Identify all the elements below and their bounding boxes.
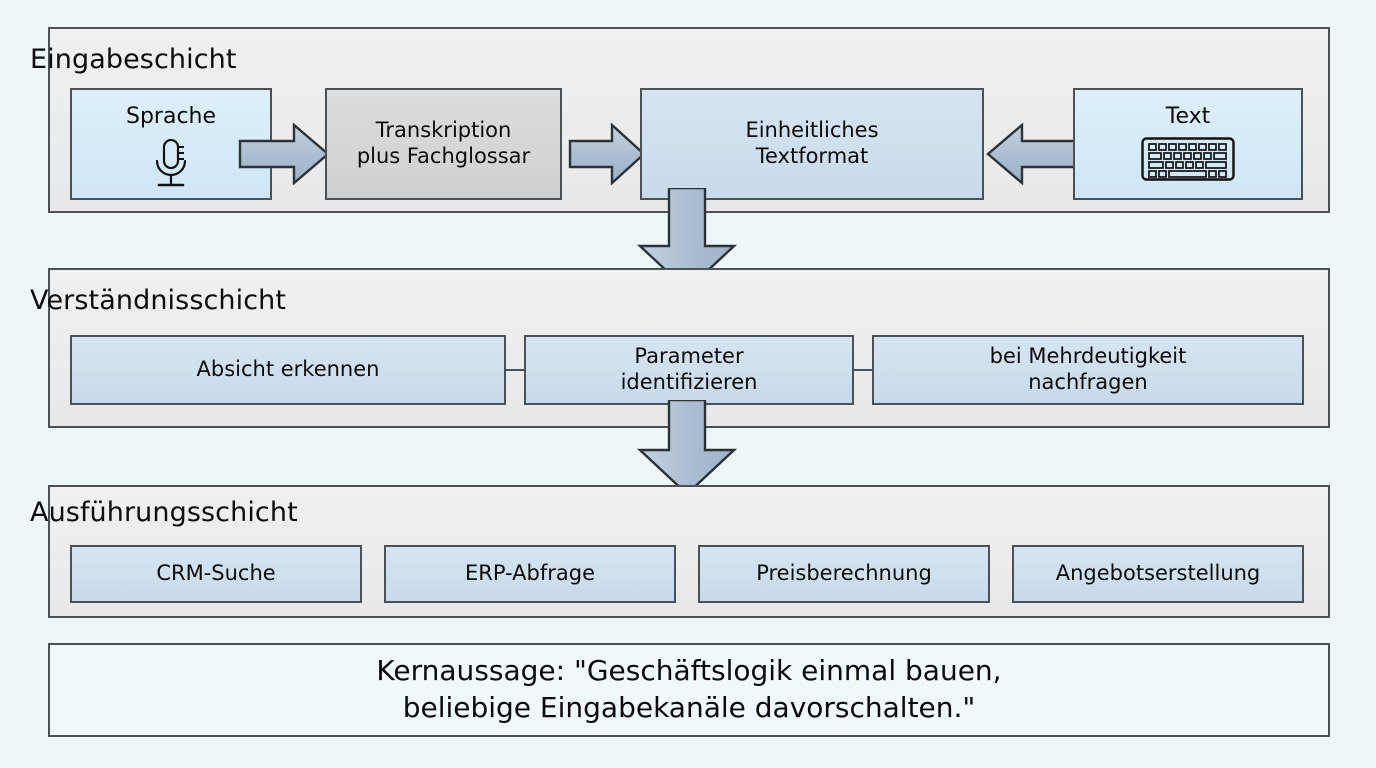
statement-line2: beliebige Eingabekanäle davorschalten." <box>402 691 976 724</box>
connector-parameter-mehrdeutigkeit <box>854 369 872 371</box>
node-angebotserstellung[interactable]: Angebotserstellung <box>1012 545 1304 603</box>
node-parameter-line2: identifizieren <box>620 370 758 394</box>
arrow-transkription-to-textformat <box>568 123 646 185</box>
node-parameter-line1: Parameter <box>634 344 744 369</box>
node-parameter-identifizieren[interactable]: Parameter identifizieren <box>524 335 854 405</box>
node-erp-abfrage-label: ERP-Abfrage <box>464 561 596 586</box>
node-textformat-line2: Textformat <box>755 144 869 168</box>
node-transkription-line2: plus Fachglossar <box>356 144 531 168</box>
node-transkription[interactable]: Transkription plus Fachglossar <box>325 88 562 200</box>
statement-line1: Kernaussage: "Geschäftslogik einmal baue… <box>376 654 1002 688</box>
node-einheitliches-textformat[interactable]: Einheitliches Textformat <box>640 88 984 200</box>
node-sprache-label: Sprache <box>125 104 217 129</box>
node-mehrdeutigkeit-line1: bei Mehrdeutigkeit <box>989 344 1187 369</box>
node-mehrdeutigkeit-line2: nachfragen <box>1028 370 1148 394</box>
node-preisberechnung[interactable]: Preisberechnung <box>698 545 990 603</box>
node-text-label: Text <box>1165 104 1211 129</box>
layer-title-ausfuehrungsschicht: Ausführungsschicht <box>30 497 298 528</box>
node-absicht-label: Absicht erkennen <box>196 357 380 382</box>
node-bei-mehrdeutigkeit-nachfragen[interactable]: bei Mehrdeutigkeit nachfragen <box>872 335 1304 405</box>
layer-title-verstaendnisschicht: Verständnisschicht <box>30 285 287 316</box>
microphone-icon <box>149 137 193 198</box>
node-sprache[interactable]: Sprache <box>70 88 272 200</box>
node-absicht-erkennen[interactable]: Absicht erkennen <box>70 335 506 405</box>
arrow-sprache-to-transkription <box>238 123 330 185</box>
node-transkription-line1: Transkription <box>375 118 512 143</box>
node-angebotserstellung-label: Angebotserstellung <box>1055 561 1261 586</box>
layer-title-eingabeschicht: Eingabeschicht <box>30 44 237 75</box>
node-textformat-line1: Einheitliches <box>745 118 879 143</box>
node-erp-abfrage[interactable]: ERP-Abfrage <box>384 545 676 603</box>
arrow-verstaendnis-to-ausfuehrung <box>637 400 737 496</box>
keyboard-icon <box>1141 137 1235 188</box>
connector-absicht-parameter <box>506 369 524 371</box>
node-text[interactable]: Text <box>1073 88 1303 200</box>
node-crm-suche-label: CRM-Suche <box>156 561 276 586</box>
node-preisberechnung-label: Preisberechnung <box>756 561 932 586</box>
node-crm-suche[interactable]: CRM-Suche <box>70 545 362 603</box>
statement-box: Kernaussage: "Geschäftslogik einmal baue… <box>48 643 1330 737</box>
